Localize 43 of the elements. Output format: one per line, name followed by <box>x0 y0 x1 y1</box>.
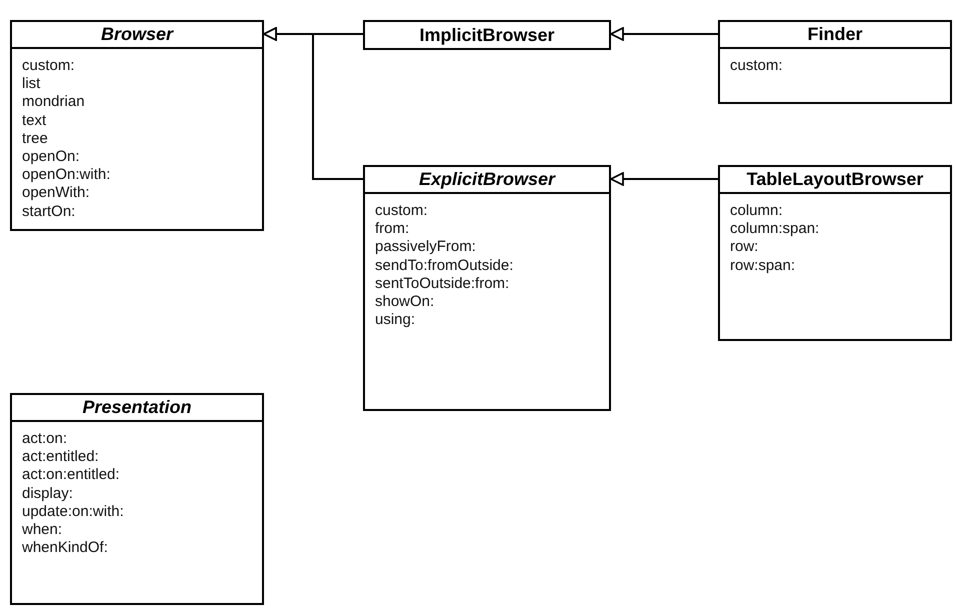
method-name: openOn: <box>22 148 80 166</box>
method-name: row: <box>730 238 758 257</box>
class-box <box>718 165 952 341</box>
method-name: openOn:with: <box>22 166 110 184</box>
method-name: openWith: <box>22 184 90 203</box>
method-name: act:on:entitled: <box>22 466 120 485</box>
method-name: sendTo:fromOutside: <box>375 256 514 275</box>
method-name: startOn: <box>22 202 76 221</box>
method-name: passivelyFrom: <box>375 238 476 257</box>
method-name: act:entitled: <box>22 448 99 466</box>
method-name: display: <box>22 484 73 503</box>
method-name: custom: <box>730 57 783 76</box>
method-name: update:on:with: <box>22 502 124 522</box>
method-name: tree <box>22 130 48 148</box>
class-name: ImplicitBrowser <box>418 24 556 47</box>
method-name: list <box>22 75 40 94</box>
method-name: whenKindOf: <box>22 539 108 558</box>
method-name: when: <box>22 521 62 540</box>
class-name: Browser <box>12 22 262 49</box>
method-name: from: <box>375 220 410 238</box>
inheritance-arrow <box>610 27 718 41</box>
class-name: ExplicitBrowser <box>365 167 609 194</box>
method-name: showOn: <box>375 293 434 312</box>
class-box <box>10 20 264 231</box>
class-box <box>10 393 264 605</box>
class-box <box>363 20 611 50</box>
method-name: using: <box>375 311 416 330</box>
method-name: row:span: <box>730 256 796 275</box>
class-name: Presentation <box>12 395 262 422</box>
inheritance-arrow <box>263 27 363 180</box>
method-name: act:on: <box>22 430 68 448</box>
method-name: text <box>22 112 46 130</box>
method-name: column: <box>730 202 783 220</box>
class-box <box>363 165 611 411</box>
method-name: column:span: <box>730 220 820 238</box>
inheritance-arrow <box>610 172 718 186</box>
class-box <box>718 20 952 104</box>
class-name: Finder <box>720 22 950 49</box>
method-name: sentToOutside:from: <box>375 274 510 294</box>
method-name: custom: <box>22 57 75 76</box>
class-name: TableLayoutBrowser <box>720 167 950 194</box>
method-name: mondrian <box>22 93 85 112</box>
method-name: custom: <box>375 202 428 220</box>
